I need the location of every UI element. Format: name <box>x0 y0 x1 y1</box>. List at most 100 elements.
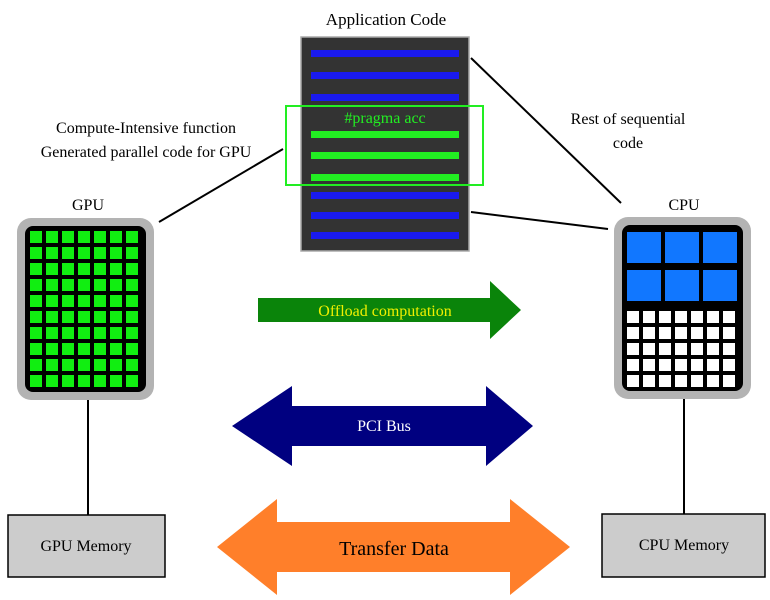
gpu-core-cell <box>126 327 138 339</box>
cpu-connector-line-bottom <box>470 211 609 230</box>
gpu-core-cell <box>62 327 74 339</box>
gpu-core-cell <box>62 247 74 259</box>
gpu-core-cell <box>94 359 106 371</box>
cpu-cache-cell <box>707 311 719 323</box>
code-line <box>311 50 459 57</box>
cpu-cache-cell <box>659 359 671 371</box>
cpu-cache-cell <box>643 375 655 387</box>
cpu-cache-grid <box>627 311 735 387</box>
gpu-core-cell <box>46 327 58 339</box>
cpu-cache-cell <box>627 327 639 339</box>
gpu-core-cell <box>94 343 106 355</box>
offload-arrow-label: Offload computation <box>318 303 451 320</box>
pragma-label: #pragma acc <box>344 110 425 127</box>
gpu-core-cell <box>46 279 58 291</box>
gpu-core-cell <box>46 247 58 259</box>
gpu-core-cell <box>126 311 138 323</box>
gpu-core-cell <box>62 311 74 323</box>
gpu-core-cell <box>110 279 122 291</box>
cpu-cache-cell <box>707 375 719 387</box>
gpu-core-cell <box>46 263 58 275</box>
gpu-core-cell <box>30 231 42 243</box>
cpu-core <box>703 232 737 263</box>
cpu-cache-cell <box>691 343 703 355</box>
cpu-cache-cell <box>691 359 703 371</box>
pragma-code-line <box>311 174 459 181</box>
pragma-code-line <box>311 152 459 159</box>
gpu-connector-line <box>158 148 284 223</box>
gpu-core-cell <box>46 311 58 323</box>
gpu-core-cell <box>62 359 74 371</box>
cpu-core <box>703 270 737 301</box>
cpu-cache-cell <box>643 311 655 323</box>
gpu-core-cell <box>110 327 122 339</box>
cpu-cache-cell <box>707 343 719 355</box>
gpu-core-cell <box>30 343 42 355</box>
gpu-core-cell <box>110 247 122 259</box>
pci-bus-arrow <box>232 386 533 466</box>
gpu-core-cell <box>126 263 138 275</box>
cpu-caption-line2: code <box>613 135 643 152</box>
gpu-caption-line2: Generated parallel code for GPU <box>41 144 252 161</box>
code-line <box>311 232 459 239</box>
code-line <box>311 192 459 199</box>
gpu-core-cell <box>78 327 90 339</box>
cpu-cache-cell <box>675 311 687 323</box>
gpu-core-cell <box>78 247 90 259</box>
cpu-cache-cell <box>707 327 719 339</box>
gpu-core-cell <box>62 263 74 275</box>
cpu-core <box>627 232 661 263</box>
cpu-memory-box <box>601 513 766 578</box>
gpu-core-cell <box>78 311 90 323</box>
gpu-core-cell <box>30 327 42 339</box>
offload-arrow <box>258 281 521 339</box>
gpu-core-cell <box>62 231 74 243</box>
gpu-core-cell <box>94 231 106 243</box>
code-line <box>311 212 459 219</box>
cpu-cache-cell <box>723 327 735 339</box>
gpu-core-cell <box>78 359 90 371</box>
cpu-cache-cell <box>723 343 735 355</box>
gpu-core-cell <box>46 359 58 371</box>
cpu-label: CPU <box>668 197 700 214</box>
gpu-core-cell <box>126 231 138 243</box>
gpu-core-cell <box>62 295 74 307</box>
gpu-core-cell <box>46 375 58 387</box>
gpu-core-cell <box>126 359 138 371</box>
gpu-core-cell <box>62 375 74 387</box>
cpu-memory-label: CPU Memory <box>639 537 729 554</box>
gpu-core-cell <box>62 343 74 355</box>
gpu-core-cell <box>126 247 138 259</box>
cpu-cache-cell <box>723 311 735 323</box>
cpu-cache-cell <box>675 343 687 355</box>
code-line <box>311 94 459 101</box>
cpu-cache-cell <box>691 327 703 339</box>
cpu-cache-cell <box>643 359 655 371</box>
application-code-title: Application Code <box>326 10 446 29</box>
gpu-core-cell <box>30 295 42 307</box>
gpu-core-cell <box>110 231 122 243</box>
gpu-core-cell <box>30 375 42 387</box>
cpu-cache-cell <box>627 343 639 355</box>
transfer-data-arrow <box>217 499 570 595</box>
cpu-cache-cell <box>643 327 655 339</box>
gpu-label: GPU <box>72 197 104 214</box>
gpu-memory-box <box>7 514 166 578</box>
cpu-cache-cell <box>627 311 639 323</box>
gpu-core-cell <box>30 247 42 259</box>
gpu-core-cell <box>78 375 90 387</box>
cpu-cache-cell <box>707 359 719 371</box>
transfer-data-label: Transfer Data <box>339 538 449 560</box>
gpu-core-cell <box>46 343 58 355</box>
cpu-cache-cell <box>659 343 671 355</box>
gpu-core-cell <box>30 359 42 371</box>
gpu-core-cell <box>78 295 90 307</box>
cpu-cache-cell <box>675 375 687 387</box>
cpu-caption-line1: Rest of sequential <box>571 111 686 128</box>
gpu-core-cell <box>110 295 122 307</box>
pci-bus-label: PCI Bus <box>357 418 411 435</box>
cpu-connector-line-top <box>470 57 622 204</box>
gpu-core-cell <box>94 279 106 291</box>
cpu-cache-cell <box>691 375 703 387</box>
